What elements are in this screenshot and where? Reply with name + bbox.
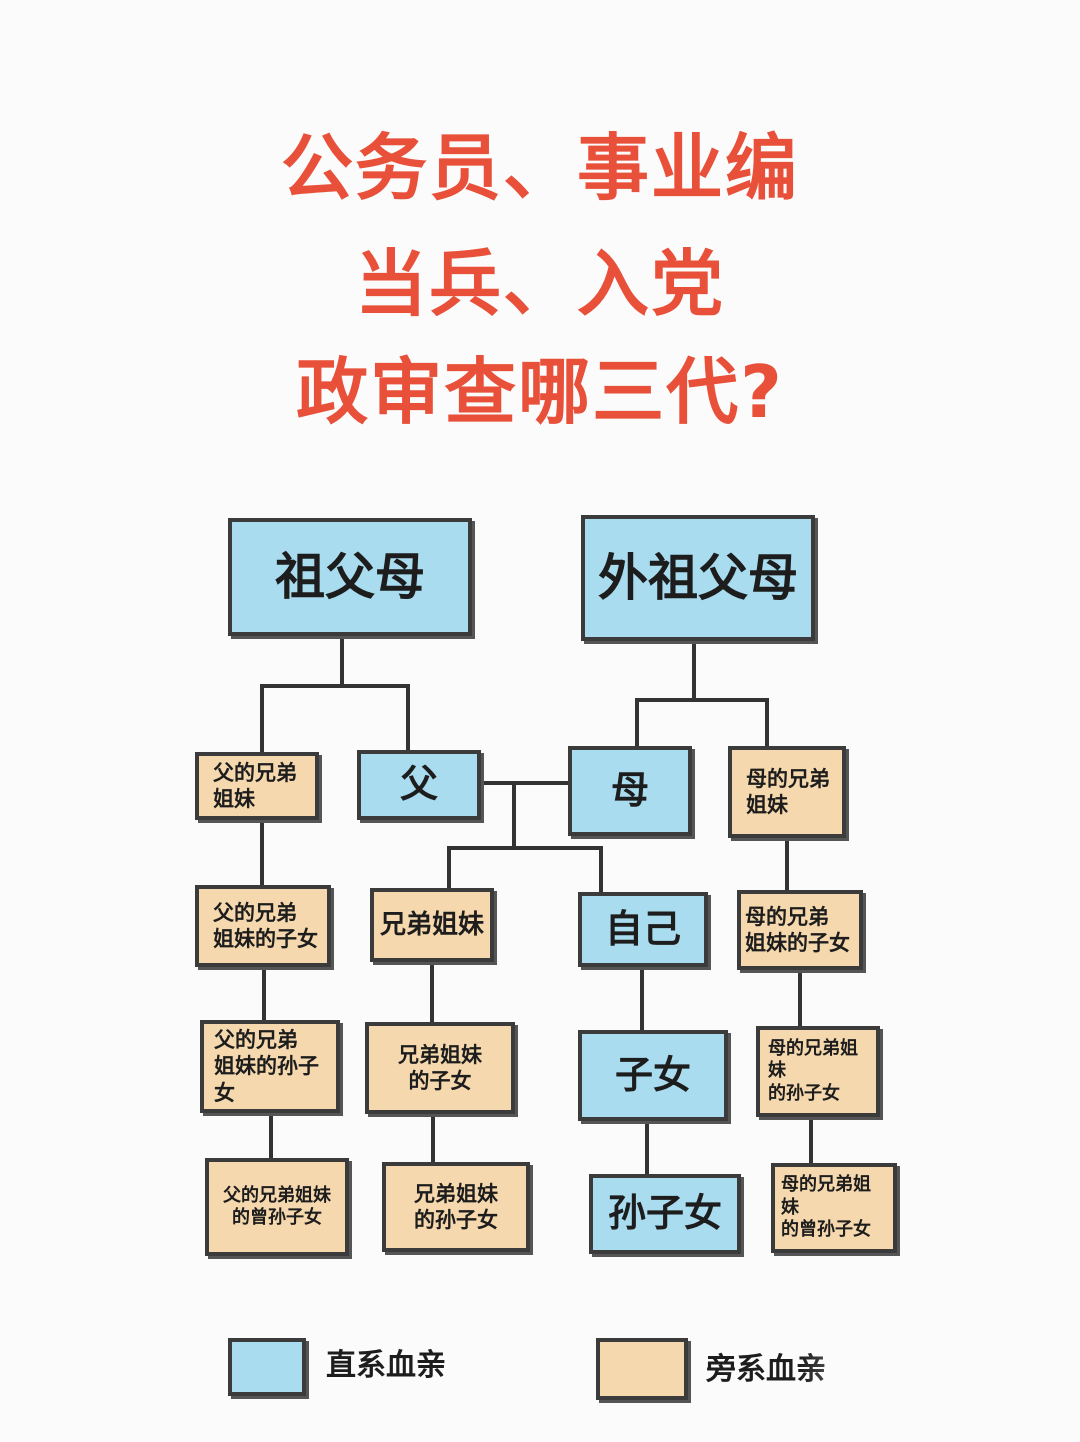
bottom-right-fade xyxy=(800,1340,1080,1420)
legend-label-direct: 直系血亲 xyxy=(326,1348,446,1383)
legend-swatch-direct xyxy=(228,1338,306,1396)
connector-mother-siblings-column xyxy=(785,836,813,1165)
node-children: 子女 xyxy=(578,1030,728,1121)
legend-swatch-collateral xyxy=(596,1338,688,1400)
node-self: 自己 xyxy=(578,892,708,967)
connector-siblings-column xyxy=(430,959,435,1164)
node-father-siblings-great-grandchildren: 父的兄弟姐妹 的曾孙子女 xyxy=(205,1158,349,1256)
node-paternal-grandparents: 祖父母 xyxy=(228,518,472,636)
node-grandchildren: 孙子女 xyxy=(589,1174,741,1254)
connector-father-siblings-column xyxy=(260,817,273,1160)
connector-maternal xyxy=(635,638,769,750)
node-siblings-grandchildren: 兄弟姐妹 的孙子女 xyxy=(382,1162,530,1252)
node-father: 父 xyxy=(357,750,481,820)
title-line-1: 公务员、事业编 xyxy=(280,126,799,210)
connector-self-column xyxy=(640,964,649,1176)
node-mother: 母 xyxy=(568,746,692,836)
node-mother-siblings-great-grandchildren: 母的兄弟姐妹 的曾孙子女 xyxy=(771,1163,897,1253)
node-mother-siblings-grandchildren: 母的兄弟姐妹 的孙子女 xyxy=(756,1026,880,1117)
title-line-3: 政审查哪三代? xyxy=(296,350,784,434)
node-siblings: 兄弟姐妹 xyxy=(370,888,494,962)
node-father-siblings-grandchildren: 父的兄弟 姐妹的孙子女 xyxy=(200,1020,340,1113)
node-maternal-grandparents: 外祖父母 xyxy=(581,515,815,641)
node-father-siblings-children: 父的兄弟 姐妹的子女 xyxy=(195,885,331,967)
node-father-siblings: 父的兄弟 姐妹 xyxy=(195,752,319,820)
connector-paternal xyxy=(260,633,410,754)
node-mother-siblings: 母的兄弟 姐妹 xyxy=(728,746,846,838)
node-siblings-children: 兄弟姐妹 的子女 xyxy=(365,1022,515,1114)
connector-children-of-parents xyxy=(447,781,603,892)
node-mother-siblings-children: 母的兄弟 姐妹的子女 xyxy=(737,890,863,970)
title-line-2: 当兵、入党 xyxy=(354,242,725,326)
